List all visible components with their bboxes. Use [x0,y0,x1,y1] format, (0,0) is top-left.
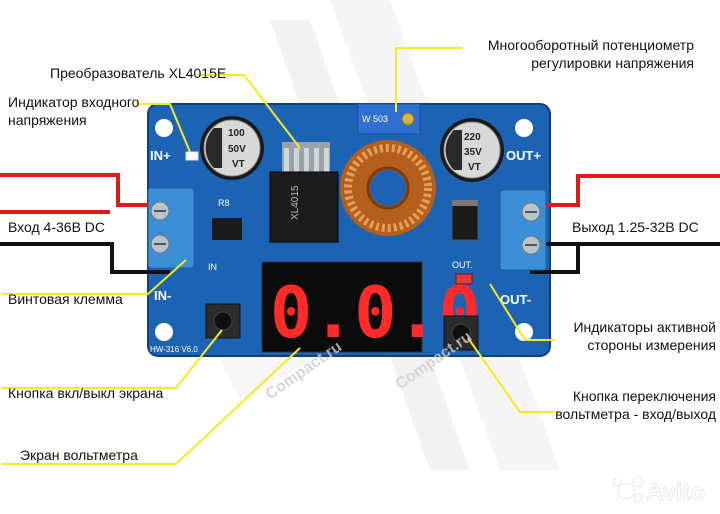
pot-label-line: Многооборотный потенциометр [487,37,694,53]
pin-in-minus: IN- [154,288,171,303]
input-led-label-line: Индикатор входного [8,94,140,110]
switch-button-label: Кнопка переключения вольтметра - вход/вы… [555,387,716,423]
pot-marking: W 503 [362,114,388,124]
chip-marking: XL4015 [290,185,301,220]
pin-out-plus: OUT+ [506,148,541,163]
avito-logo-icon [612,476,644,503]
switch-button-label-line: вольтметра - вход/выход [555,406,716,422]
board-model: HW-316 V6.0 [150,345,198,354]
screen-button-label: Кнопка вкл/выкл экрана [8,385,164,401]
output-terminal-block [499,189,547,271]
side-leds-label-line: стороны измерения [587,337,716,353]
silk-in: IN [208,262,217,272]
cap-right-line: 35V [464,147,482,158]
terminal-label: Винтовая клемма [8,291,123,307]
mount-hole-icon [515,119,533,137]
mount-hole-icon [155,323,173,341]
cap-right-line: VT [468,162,481,173]
pin-in-plus: IN+ [150,148,171,163]
input-terminal-block [147,187,195,269]
diode-band [452,200,478,206]
potentiometer [357,103,421,135]
cap-left-line: 50V [228,144,246,155]
screen-toggle-button[interactable] [205,303,241,339]
silk-r8: R8 [218,198,230,208]
avito-wordmark: Avito [646,479,705,506]
cap-left-line: 100 [228,128,245,139]
side-leds-label: Индикаторы активной стороны измерения [573,318,716,354]
pot-label: Многооборотный потенциометр регулировки … [488,36,694,72]
small-transistor [212,218,242,240]
side-leds-label-line: Индикаторы активной [573,319,716,335]
cap-right-line: 220 [464,132,481,143]
pot-label-line: регулировки напряжения [531,55,694,71]
output-label: Выход 1.25-32В DC [572,219,699,235]
input-led-label-line: напряжения [8,112,87,128]
wires [0,173,720,274]
output-capacitor [440,118,504,182]
mount-hole-icon [515,323,533,341]
diode [451,199,479,241]
switch-button-label-line: Кнопка переключения [572,388,716,404]
voltmeter-label: Экран вольтметра [20,447,138,463]
inductor [340,140,436,236]
xl4015-chip [269,142,339,243]
silk-out: OUT. [452,260,473,270]
input-capacitor [200,116,264,180]
pin-out-minus: OUT- [500,292,531,307]
converter-label: Преобразователь XL4015E [50,65,227,81]
input-led-label: Индикатор входного напряжения [8,93,139,129]
input-label: Вход 4-36В DC [8,219,106,235]
input-led-icon [185,151,199,161]
mount-hole-icon [155,119,173,137]
cap-left-line: VT [232,159,245,170]
leader-lines [2,47,555,465]
output-led-icon [455,273,473,285]
